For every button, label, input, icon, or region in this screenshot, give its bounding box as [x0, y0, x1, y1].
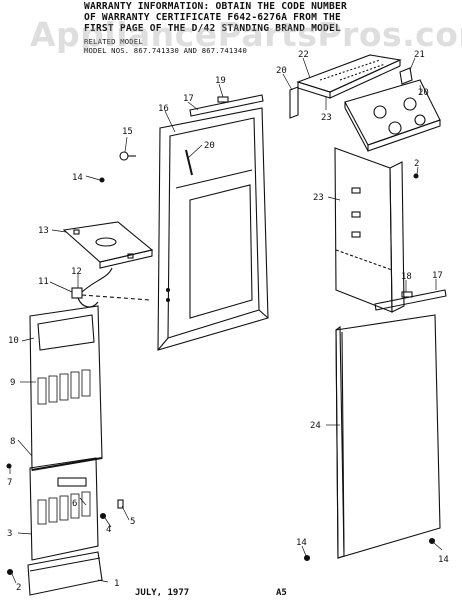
part-4-screw	[99, 512, 107, 520]
callout-7: 7	[7, 478, 12, 488]
callout-13: 13	[38, 226, 49, 236]
part-15-knob	[119, 151, 136, 161]
warranty-line-4: RELATED MODEL	[84, 37, 143, 46]
callout-21: 22	[298, 50, 309, 60]
callout-2-right: 2	[414, 159, 419, 169]
footer-page: A5	[276, 588, 287, 598]
footer-date: JULY, 1977	[135, 588, 190, 598]
callout-18-top: 19	[215, 76, 226, 86]
part-14-screw-right	[428, 537, 436, 545]
part-20-bracket-right	[399, 67, 413, 85]
part-8-lower-edge	[31, 457, 103, 471]
callout-17-right: 17	[432, 271, 443, 281]
part-20-bracket-left	[289, 86, 299, 119]
part-10-upper-front	[29, 305, 103, 471]
part-7-screw	[6, 463, 12, 469]
callout-15: 15	[122, 127, 133, 137]
callout-2-bottom: 2	[16, 583, 21, 593]
callout-24: 24	[310, 421, 321, 431]
part-12-valve	[71, 267, 151, 308]
warranty-line-3: FIRST PAGE OF THE D/42 STANDING BRAND MO…	[84, 23, 341, 34]
part-17-right-rail	[374, 289, 447, 311]
callout-17-top: 17	[183, 94, 194, 104]
warranty-line-2: OF WARRANTY CERTIFICATE F642-6276A FROM …	[84, 12, 341, 23]
part-14-screw-left	[303, 554, 311, 562]
part-24-door-panel	[335, 314, 441, 559]
callout-16: 16	[158, 104, 169, 114]
part-14-screw-top	[99, 177, 105, 183]
part-3-lower-front	[29, 457, 99, 561]
callout-4: 4	[106, 525, 111, 535]
callout-labels: 19 17 16 15 20 14 13 11 12 10 9 8 7 3 2 …	[7, 50, 449, 593]
part-17-top-rail	[189, 94, 264, 117]
callout-12: 12	[71, 267, 82, 277]
leader-lines	[9, 57, 443, 584]
part-13-bracket	[62, 221, 154, 269]
callout-23: 23	[313, 193, 324, 203]
model-numbers: MODEL NOS. 867.741330 AND 867.741340	[84, 46, 247, 55]
part-23-side-panel	[334, 147, 405, 313]
part-16-frame	[157, 107, 269, 351]
part-2-screw	[6, 568, 14, 576]
warranty-line-1: WARRANTY INFORMATION: OBTAIN THE CODE NU…	[84, 1, 347, 12]
part-21-top-panel	[344, 79, 441, 152]
callout-8: 8	[10, 437, 15, 447]
callout-14-right: 14	[438, 555, 449, 565]
part-22-top-grille	[296, 54, 402, 99]
part-2-screw-upper	[413, 173, 419, 179]
callout-20-right: 21	[414, 50, 425, 60]
callout-14-left: 14	[296, 538, 307, 548]
callout-10: 10	[8, 336, 19, 346]
callout-1: 1	[114, 579, 119, 589]
callout-9: 9	[10, 378, 15, 388]
callout-22: 23	[321, 113, 332, 123]
part-5-clip	[117, 499, 124, 509]
callout-5: 5	[130, 517, 135, 527]
callout-14-top: 14	[72, 173, 83, 183]
part-1-kick-plate	[27, 551, 103, 596]
callout-19: 20	[204, 141, 215, 151]
callout-6: 6	[72, 499, 77, 509]
callout-11: 11	[38, 277, 49, 287]
watermark: AppliancePartsPros.com	[30, 15, 462, 54]
callout-20-left: 20	[276, 66, 287, 76]
callout-21-right: 20	[418, 88, 429, 98]
callout-3: 3	[7, 529, 12, 539]
callout-18-right: 18	[401, 272, 412, 282]
